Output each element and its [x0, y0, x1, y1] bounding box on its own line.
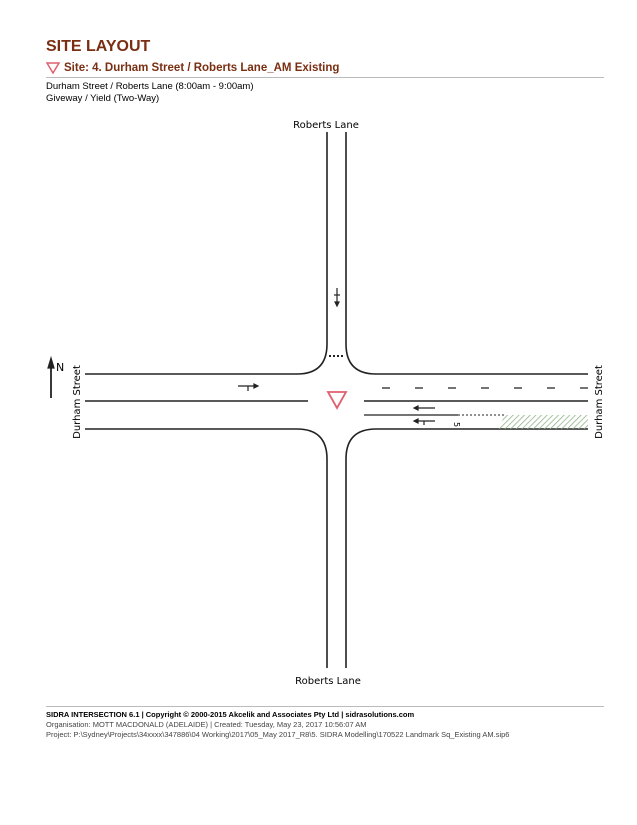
site-name: Site: 4. Durham Street / Roberts Lane_AM… — [64, 62, 340, 74]
header-divider — [46, 77, 604, 78]
short-lane-length: 5 — [452, 422, 461, 427]
footer-organisation: Organisation: MOTT MACDONALD (ADELAIDE) … — [46, 720, 367, 729]
north-lane-arrow-icon — [334, 288, 340, 308]
west-road-label: Durham Street — [72, 365, 83, 439]
west-lane-arrow-icon — [238, 383, 260, 391]
road-edge-se — [345, 428, 588, 668]
north-arrow-icon — [47, 355, 55, 398]
north-label: N — [56, 361, 64, 374]
site-heading: Site: 4. Durham Street / Roberts Lane_AM… — [46, 62, 339, 74]
east-through-arrow-icon — [412, 405, 435, 411]
east-road-label: Durham Street — [594, 365, 605, 439]
road-edge-nw — [85, 132, 328, 375]
south-road-label: Roberts Lane — [295, 676, 361, 687]
hatched-area — [498, 415, 588, 429]
footer-project: Project: P:\Sydney\Projects\34xxxx\34788… — [46, 730, 510, 739]
site-description: Durham Street / Roberts Lane (8:00am - 9… — [46, 81, 254, 92]
road-edge-ne — [345, 132, 588, 375]
east-through-right-arrow-icon — [412, 418, 435, 425]
giveway-icon — [46, 62, 60, 74]
page-title: SITE LAYOUT — [46, 38, 151, 55]
control-type: Giveway / Yield (Two-Way) — [46, 93, 160, 104]
north-road-label: Roberts Lane — [293, 120, 359, 131]
giveway-sign-icon — [326, 391, 348, 410]
footer-divider — [46, 706, 604, 707]
road-edge-sw — [85, 428, 328, 668]
footer-copyright: SIDRA INTERSECTION 6.1 | Copyright © 200… — [46, 710, 415, 719]
